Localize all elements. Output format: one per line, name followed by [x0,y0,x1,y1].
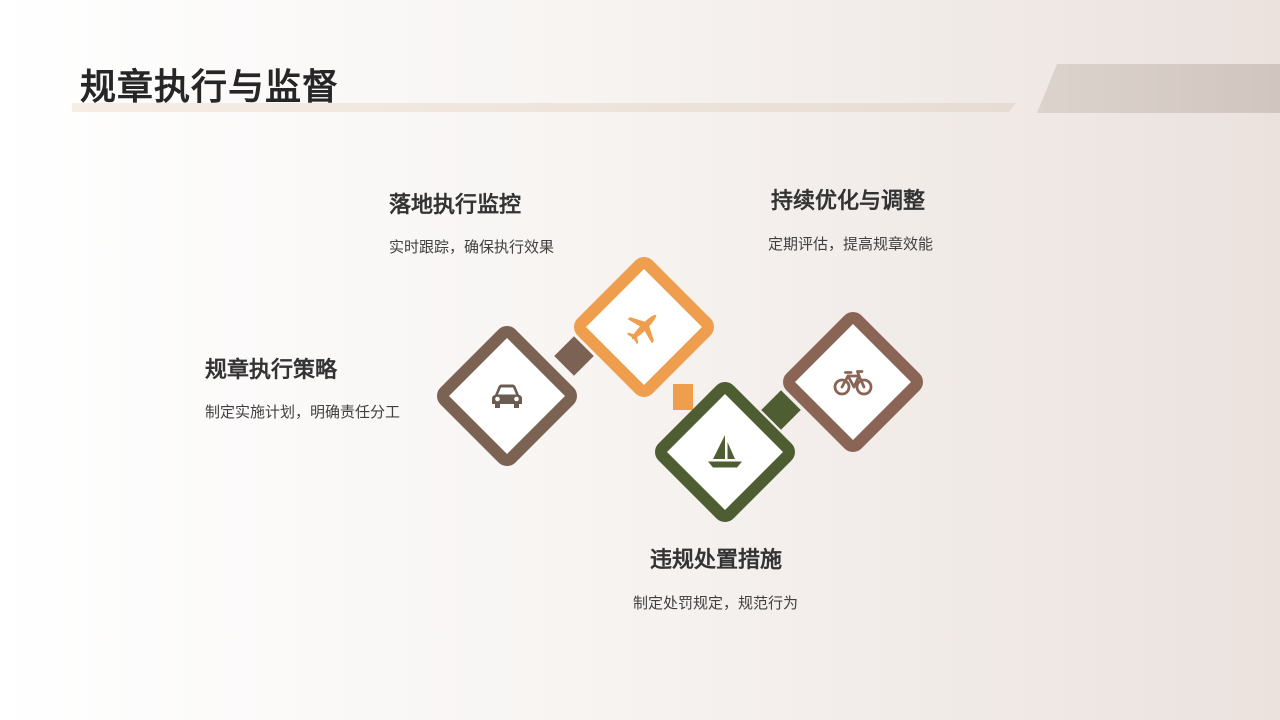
step-3-desc: 制定处罚规定，规范行为 [633,594,799,612]
page-title: 规章执行与监督 [80,67,340,108]
bicycle-icon [830,359,876,405]
step-4-title: 持续优化与调整 [771,189,926,214]
sailboat-icon [702,429,748,475]
step-4-desc: 定期评估，提高规章效能 [768,235,934,253]
connector-2-3 [673,384,693,410]
step-1-desc: 制定实施计划，明确责任分工 [205,403,401,421]
title-banner [1037,64,1280,113]
car-icon [484,373,530,419]
airplane-icon [621,304,667,350]
step-1-title: 规章执行策略 [205,358,338,383]
step-2-title: 落地执行监控 [389,193,522,218]
step-2-desc: 实时跟踪，确保执行效果 [389,238,555,256]
title-underline [72,103,1016,112]
step-3-title: 违规处置措施 [650,548,783,573]
